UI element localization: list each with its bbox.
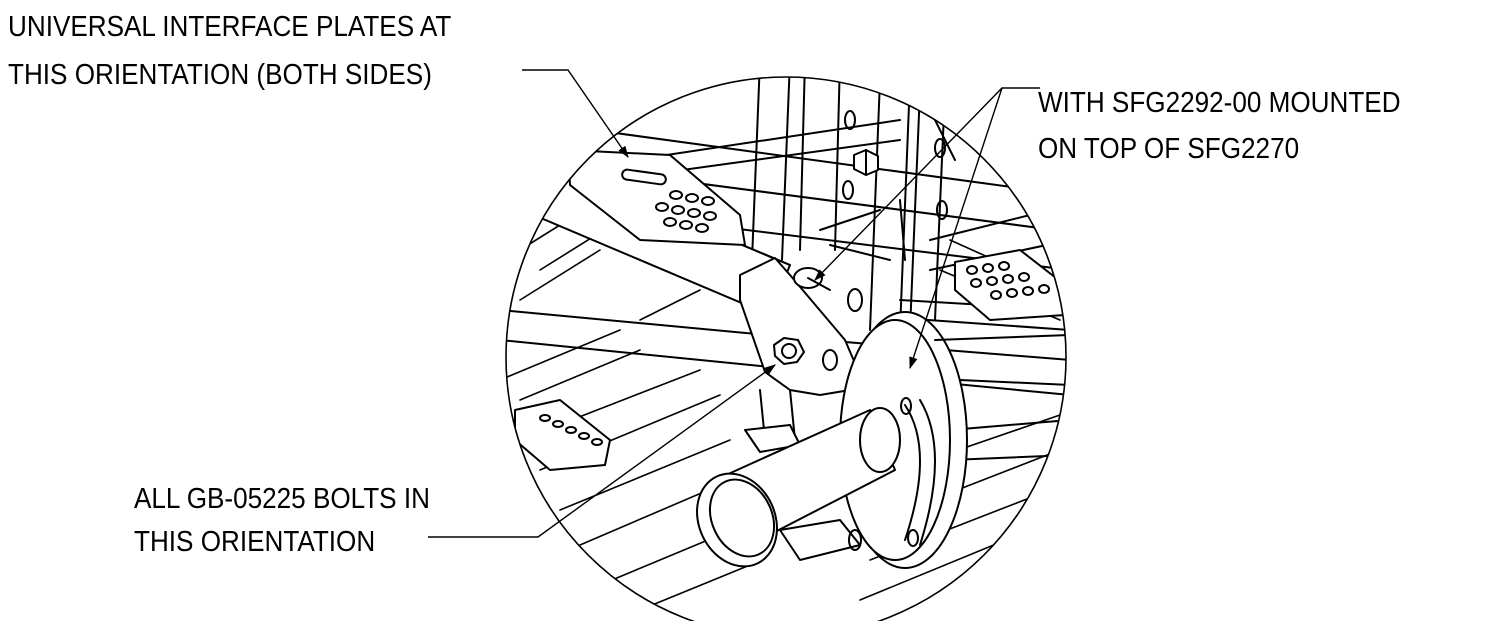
callout-mounting-line2: ON TOP OF SFG2270 bbox=[1038, 133, 1300, 165]
upright-holes bbox=[842, 110, 948, 312]
gb-bolt bbox=[773, 337, 805, 365]
callout-mounting-line1: WITH SFG2292-00 MOUNTED bbox=[1038, 87, 1401, 119]
callout-bolts-line2: THIS ORIENTATION bbox=[134, 526, 376, 558]
pivot-bracket bbox=[739, 257, 861, 396]
detail-artwork bbox=[506, 77, 1066, 611]
leader-interface-plates bbox=[522, 69, 629, 158]
tube bbox=[696, 407, 901, 568]
cross-bracing bbox=[506, 174, 1061, 611]
leader-lines bbox=[428, 69, 1040, 538]
vertical-uprights bbox=[751, 77, 946, 441]
leader-mounting-2 bbox=[909, 87, 1003, 370]
callout-interface-plates-line2: THIS ORIENTATION (BOTH SIDES) bbox=[8, 59, 432, 91]
lower-blocks bbox=[744, 424, 862, 561]
callout-interface-plates-line1: UNIVERSAL INTERFACE PLATES AT bbox=[8, 11, 452, 43]
leader-bolts bbox=[428, 364, 776, 538]
top-hex-nut bbox=[853, 149, 879, 176]
callout-bolts-line1: ALL GB-05225 BOLTS IN bbox=[134, 483, 430, 515]
interface-plate-left bbox=[567, 149, 746, 246]
detail-circle bbox=[505, 76, 1067, 621]
